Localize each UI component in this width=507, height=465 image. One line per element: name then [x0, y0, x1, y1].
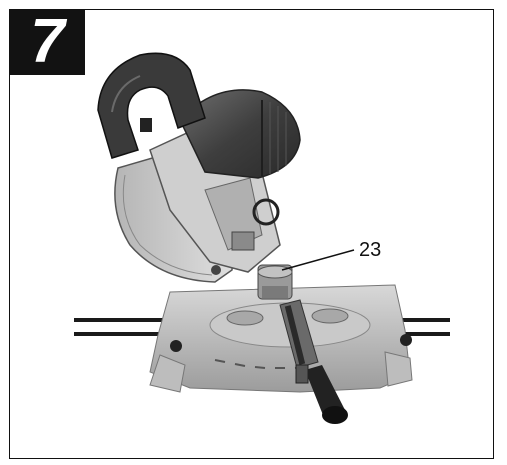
pivot-column: [257, 264, 293, 300]
callout-leader-line: [281, 249, 355, 271]
figure-number-badge: 7: [9, 9, 85, 75]
saw-handle: [97, 52, 206, 159]
callout-label: 23: [359, 239, 382, 261]
motor: [179, 89, 301, 179]
saw-base: [149, 284, 413, 424]
